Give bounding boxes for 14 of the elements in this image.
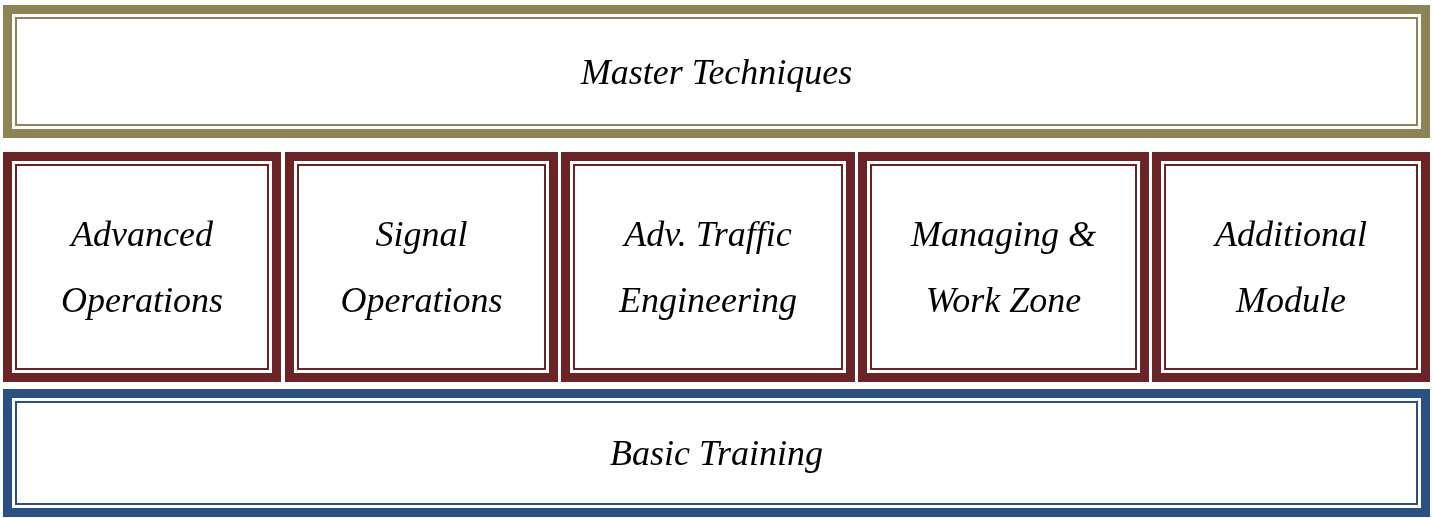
module-title: Managing & Work Zone xyxy=(909,213,1097,322)
module-box xyxy=(858,152,1149,382)
module-box xyxy=(3,389,1430,517)
module-box xyxy=(285,152,558,382)
module-title: Basic Training xyxy=(610,432,823,475)
module-title: Advanced Operations xyxy=(60,213,224,322)
module-box xyxy=(3,5,1430,138)
module-title: Additional Module xyxy=(1212,213,1368,322)
module-box xyxy=(3,152,281,382)
module-box xyxy=(561,152,855,382)
module-box xyxy=(1152,152,1430,382)
module-title: Signal Operations xyxy=(339,213,504,322)
module-title: Adv. Traffic Engineering xyxy=(617,213,798,322)
module-title: Master Techniques xyxy=(580,50,853,94)
